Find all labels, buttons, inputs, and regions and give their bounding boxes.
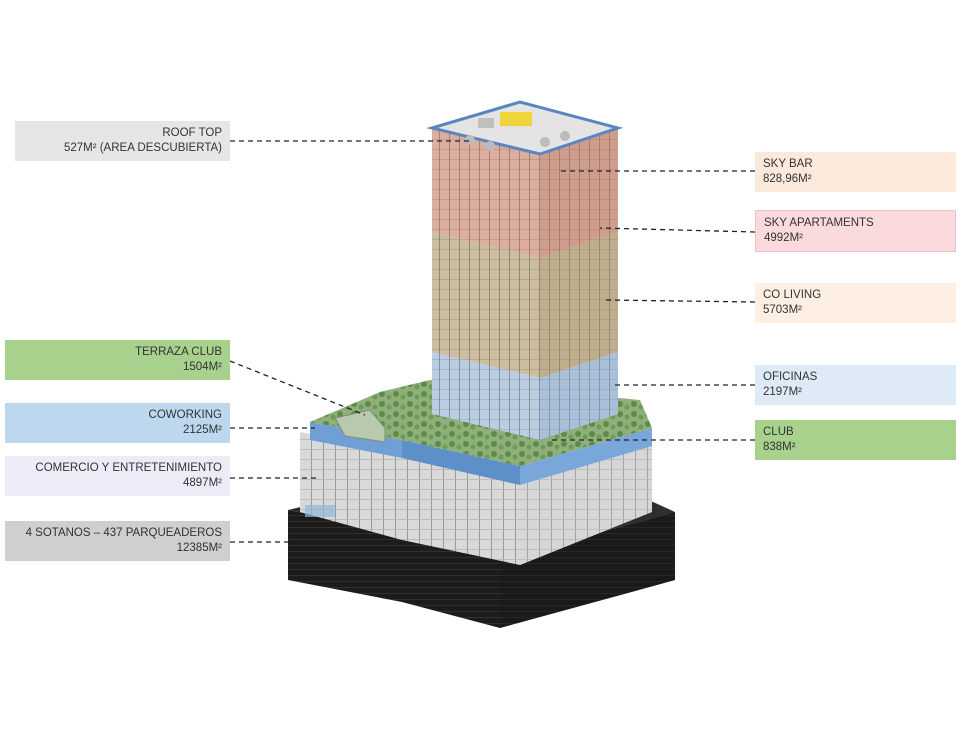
label-club-title: CLUB: [763, 426, 794, 438]
label-sky-bar: SKY BAR 828,96M²: [755, 152, 956, 192]
coworking-band: [310, 422, 652, 485]
label-terraza-club-area: 1504M²: [183, 361, 222, 373]
label-club-area: 838M²: [763, 441, 796, 453]
label-sky-bar-title: SKY BAR: [763, 158, 813, 170]
label-terraza-club: TERRAZA CLUB 1504M²: [5, 340, 230, 380]
label-roof-top: ROOF TOP 527M² (AREA DESCUBIERTA): [15, 121, 230, 161]
label-comercio-title: COMERCIO Y ENTRETENIMIENTO: [35, 462, 222, 474]
label-co-living-title: CO LIVING: [763, 289, 822, 301]
label-sotanos-title: 4 SOTANOS – 437 PARQUEADEROS: [25, 527, 222, 539]
label-sky-apartaments: SKY APARTAMENTS 4992M²: [755, 210, 956, 252]
label-roof-top-title: ROOF TOP: [162, 127, 222, 139]
label-club: CLUB 838M²: [755, 420, 956, 460]
label-sky-bar-area: 828,96M²: [763, 173, 812, 185]
label-oficinas-area: 2197M²: [763, 386, 802, 398]
label-oficinas-title: OFICINAS: [763, 371, 818, 383]
label-co-living-area: 5703M²: [763, 304, 802, 316]
label-sky-apartaments-area: 4992M²: [764, 232, 803, 244]
label-sky-apartaments-title: SKY APARTAMENTS: [764, 217, 874, 229]
leader-co-living: [604, 299, 756, 303]
label-sotanos-area: 12385M²: [176, 542, 222, 554]
leader-sky-apartaments: [599, 227, 756, 233]
label-roof-top-area: 527M² (AREA DESCUBIERTA): [63, 142, 222, 154]
label-sotanos: 4 SOTANOS – 437 PARQUEADEROS 12385M²: [5, 521, 230, 561]
label-coworking: COWORKING 2125M²: [5, 403, 230, 443]
leader-lines: [229, 140, 756, 543]
label-comercio: COMERCIO Y ENTRETENIMIENTO 4897M²: [5, 456, 230, 496]
leader-terraza-club: [229, 360, 366, 416]
label-coworking-title: COWORKING: [148, 409, 222, 421]
label-co-living: CO LIVING 5703M²: [755, 283, 956, 323]
label-coworking-area: 2125M²: [183, 424, 222, 436]
tower-block: [426, 100, 624, 440]
label-oficinas: OFICINAS 2197M²: [755, 365, 956, 405]
label-terraza-club-title: TERRAZA CLUB: [135, 346, 222, 358]
label-comercio-area: 4897M²: [183, 477, 222, 489]
